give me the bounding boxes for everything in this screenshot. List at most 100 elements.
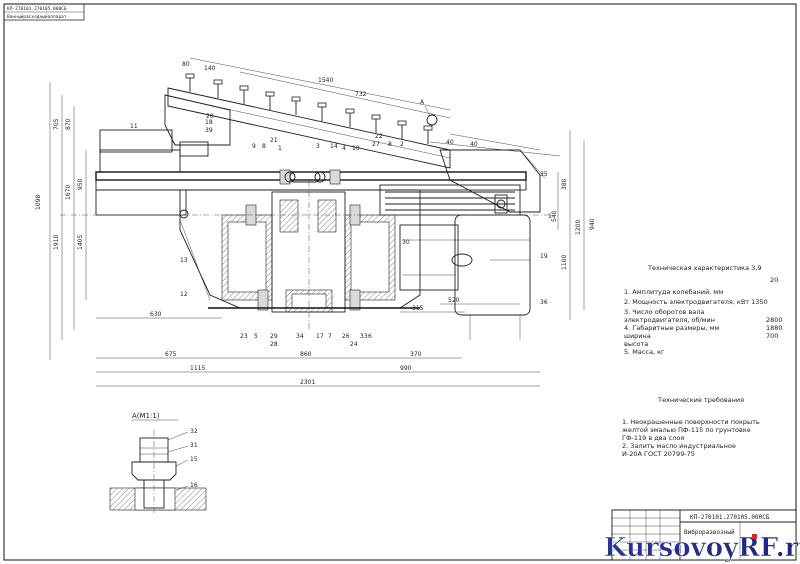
- dim-right-5: 1: [548, 213, 552, 220]
- dim-top-1: 1540: [318, 77, 333, 84]
- pos-label: 13: [180, 257, 188, 264]
- watermark-main: KursovoyRF: [604, 533, 779, 563]
- pos-label: 11: [130, 123, 138, 130]
- pos-label: 34: [296, 333, 304, 340]
- dim-bottom-1: 675: [165, 351, 177, 358]
- tech-spec-value: 700: [766, 332, 778, 340]
- deck-plate: [95, 171, 527, 181]
- watermark-red-accent: [752, 534, 757, 539]
- pos-label: 21: [270, 137, 278, 144]
- pos-label: 18: [205, 119, 213, 126]
- tech-spec-title: Техническая характеристика 3,9: [647, 264, 762, 272]
- title-name: Виброразвозный: [684, 529, 735, 536]
- dimension-lines: [49, 57, 585, 387]
- tech-spec-value: 2800: [766, 316, 783, 324]
- left-hopper: [164, 94, 231, 146]
- pos-label: 23: [240, 333, 248, 340]
- title-doc-code: КП-270101.270105.000СБ: [690, 514, 770, 521]
- inclined-trough: [167, 87, 451, 169]
- corner-stamp-line-1: КП-270101.270105.000СБ: [7, 6, 67, 12]
- dim-bottom-7: 315: [412, 305, 424, 312]
- pos-label: 12: [180, 291, 188, 298]
- tech-spec-title-value: 20: [770, 276, 778, 284]
- dim-top-4: 40: [470, 141, 478, 148]
- pos-label: 3: [316, 143, 320, 150]
- watermark-text: KursovoyRF.ru: [604, 533, 800, 563]
- pos-label: 22: [375, 133, 383, 140]
- view-a-pos: 32: [190, 428, 198, 435]
- dim-right-2: 940: [589, 218, 596, 230]
- main-position-labels: 11 9 8 3 14 4 10 27 8 2 22 35 12 19 30 3…: [130, 113, 548, 348]
- sheet-frame: [3, 3, 797, 561]
- pos-label: 19: [540, 253, 548, 260]
- tech-spec-line: ширина: [624, 332, 651, 340]
- dimension-values: 80 1540 140 732 40 40 630 675 860 370 11…: [35, 61, 596, 386]
- dim-top-0: 80: [182, 61, 190, 68]
- dim-bottom-0: 630: [150, 311, 162, 318]
- pos-label: 17: [316, 333, 324, 340]
- tech-req-title: Технические требования: [657, 396, 744, 404]
- pos-label: 28: [270, 341, 278, 348]
- right-chute: [439, 149, 541, 213]
- pos-label: 26: [342, 333, 350, 340]
- dim-right-1: 380: [561, 178, 568, 190]
- dim-bottom-6: 2301: [300, 379, 315, 386]
- dim-right-4: 1100: [561, 255, 568, 270]
- dim-left-1: 1910: [53, 235, 60, 250]
- pos-label: 27: [372, 141, 380, 148]
- dim-left-0: 1098: [35, 195, 42, 210]
- dim-right-0: 1200: [575, 220, 582, 235]
- dim-bottom-8: 520: [448, 297, 460, 304]
- dim-bottom-2: 860: [300, 351, 312, 358]
- dim-left-5: 870: [65, 118, 72, 130]
- left-flange: [99, 149, 181, 173]
- tech-spec-line: 4. Габаритные размеры, мм: [624, 324, 720, 332]
- pos-label: 33: [360, 333, 368, 340]
- corner-stamp-line-2: Ванныйрасходныйаппарат: [7, 14, 67, 20]
- view-a-arrow-label: A: [420, 99, 425, 106]
- pos-label: 36: [540, 299, 548, 306]
- tech-req-line: 2. Залить масло индустриальное: [622, 442, 736, 450]
- tech-spec-line: 5. Масса, кг: [624, 348, 665, 356]
- pos-label: 20: [206, 113, 214, 120]
- main-assembly-view: A: [60, 73, 550, 340]
- dim-right-3: 540: [551, 210, 558, 222]
- pos-label: 8: [388, 141, 392, 148]
- tech-spec-line: 3. Число оборотов вала: [624, 308, 704, 316]
- pos-label: 7: [328, 333, 332, 340]
- technical-characteristics: Техническая характеристика 3,9 20 1. Амп…: [624, 264, 783, 356]
- dim-bottom-4: 1115: [190, 365, 205, 372]
- tech-spec-line: 2. Мощность электродвигателя, кВт 1350: [624, 298, 768, 306]
- tech-req-line: И-20А ГОСТ 20799-75: [622, 450, 695, 458]
- watermark-suffix: .ru: [776, 533, 800, 563]
- pos-label: 39: [205, 127, 213, 134]
- pos-label: 29: [270, 333, 278, 340]
- dim-left-4: 950: [77, 178, 84, 190]
- pos-label: 10: [352, 145, 360, 152]
- dim-top-5: 40: [446, 139, 454, 146]
- pos-label: 30: [402, 239, 410, 246]
- dim-left-3: 1670: [65, 185, 72, 200]
- tech-spec-value: 1880: [766, 324, 783, 332]
- tech-spec-line: высота: [624, 340, 648, 348]
- corner-stamp: КП-270101.270105.000СБ Ванныйрасходныйап…: [3, 3, 85, 21]
- dim-top-2: 140: [204, 65, 216, 72]
- pos-label: 4: [342, 145, 346, 152]
- electric-motor: [399, 194, 531, 340]
- pos-label: 1: [278, 145, 282, 152]
- pos-label: 8: [262, 143, 266, 150]
- pos-label: 6: [368, 333, 372, 340]
- tech-req-line: 1. Неокрашенные поверхности покрыть: [622, 418, 760, 426]
- spring-pack: [379, 184, 521, 216]
- view-a-pos: 16: [190, 482, 198, 489]
- view-a-detail: A(M1:1) 32 31 15 16: [109, 412, 207, 515]
- pos-label: 9: [252, 143, 256, 150]
- view-a-pos: 15: [190, 456, 198, 463]
- tech-req-line: желтой эмалью ПФ-115 по грунтовке: [622, 426, 751, 434]
- pos-label: 14: [330, 143, 338, 150]
- tech-req-line: ГФ-119 в два слоя: [622, 434, 684, 442]
- title-block: КП-270101.270105.000СБ Виброразвозный: [611, 509, 797, 561]
- dim-left-6: 1405: [77, 235, 84, 250]
- pos-label: 24: [350, 341, 358, 348]
